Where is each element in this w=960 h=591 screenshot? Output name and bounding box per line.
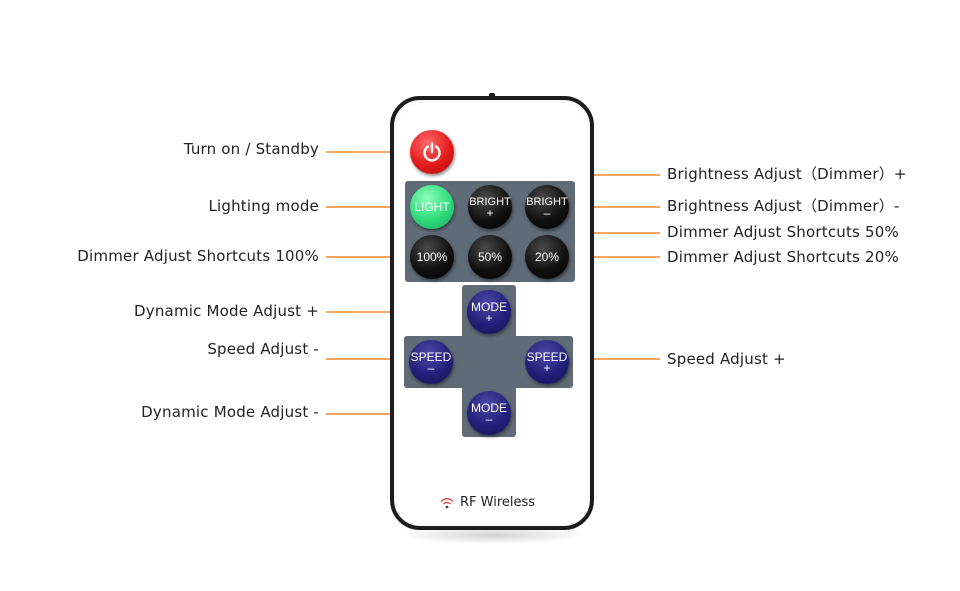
label-dynamic-mode-plus: Dynamic Mode Adjust + xyxy=(134,302,319,320)
speed-minus-label: SPEED xyxy=(410,349,452,364)
dimmer-20-label: 20% xyxy=(534,249,560,264)
label-turn-on-standby: Turn on / Standby xyxy=(183,140,319,158)
speed-plus-button[interactable]: SPEED + xyxy=(525,340,569,384)
bright-minus-label: BRIGHT xyxy=(526,195,568,208)
label-dynamic-mode-minus: Dynamic Mode Adjust - xyxy=(141,403,319,421)
mode-minus-sign: – xyxy=(485,411,493,426)
light-button-label: LIGHT xyxy=(414,199,450,214)
remote-top-nub xyxy=(489,93,495,97)
label-speed-minus: Speed Adjust - xyxy=(207,340,319,358)
label-dimmer-20: Dimmer Adjust Shortcuts 20% xyxy=(667,248,899,266)
power-button[interactable] xyxy=(410,130,454,174)
label-brightness-minus: Brightness Adjust（Dimmer）- xyxy=(667,197,900,215)
bright-plus-sign: + xyxy=(486,205,494,220)
bright-minus-button[interactable]: BRIGHT – xyxy=(525,185,569,229)
mode-plus-sign: + xyxy=(485,310,493,325)
label-lighting-mode: Lighting mode xyxy=(208,197,319,215)
label-speed-plus: Speed Adjust + xyxy=(667,350,786,368)
power-icon xyxy=(423,142,441,162)
remote-shadow xyxy=(398,526,588,544)
label-brightness-plus: Brightness Adjust（Dimmer）+ xyxy=(667,165,907,183)
mode-minus-button[interactable]: MODE – xyxy=(467,391,511,435)
wifi-icon xyxy=(440,497,454,508)
dimmer-100-label: 100% xyxy=(416,249,448,264)
label-dimmer-100: Dimmer Adjust Shortcuts 100% xyxy=(77,247,319,265)
bright-minus-sign: – xyxy=(543,205,551,220)
label-dimmer-50: Dimmer Adjust Shortcuts 50% xyxy=(667,223,899,241)
speed-plus-sign: + xyxy=(543,360,551,375)
speed-minus-sign: – xyxy=(427,360,435,375)
mode-plus-label: MODE xyxy=(471,299,507,314)
speed-plus-label: SPEED xyxy=(526,349,568,364)
speed-minus-button[interactable]: SPEED – xyxy=(409,340,453,384)
light-button[interactable]: LIGHT xyxy=(410,185,454,229)
mode-minus-label: MODE xyxy=(471,400,507,415)
bright-plus-label: BRIGHT xyxy=(469,195,511,208)
mode-plus-button[interactable]: MODE + xyxy=(467,290,511,334)
dimmer-100-button[interactable]: 100% xyxy=(410,235,454,279)
dimmer-50-button[interactable]: 50% xyxy=(468,235,512,279)
dimmer-20-button[interactable]: 20% xyxy=(525,235,569,279)
dimmer-50-label: 50% xyxy=(477,249,503,264)
bright-plus-button[interactable]: BRIGHT + xyxy=(468,185,512,229)
brand-text: RF Wireless xyxy=(460,495,536,510)
brand-footer: RF Wireless xyxy=(440,495,535,510)
